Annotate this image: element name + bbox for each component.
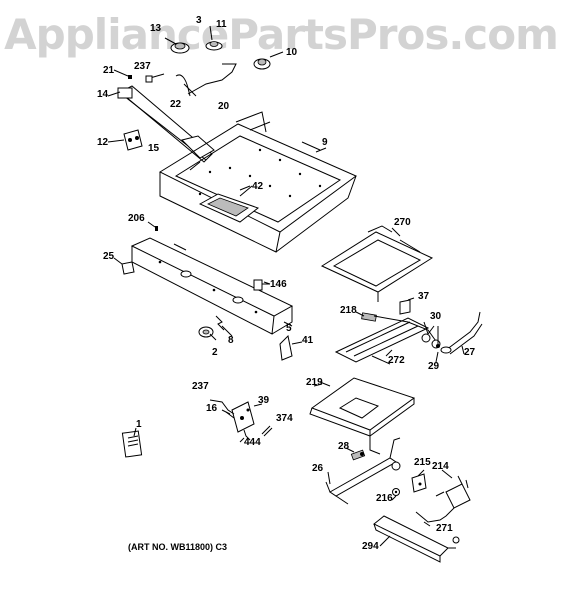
burner-support-294 [373, 515, 460, 563]
callout-30: 30 [430, 311, 442, 322]
nut-216 [392, 488, 400, 496]
oven-baffle-219 [309, 377, 416, 455]
tube-22 [175, 74, 191, 97]
callout-37: 37 [418, 291, 430, 302]
callout-28: 28 [338, 441, 350, 452]
bracket-146 [253, 279, 270, 291]
callout-237-valve: 237 [192, 381, 209, 392]
callout-444: 444 [244, 437, 261, 448]
wire-271 [415, 507, 455, 523]
callout-9: 9 [322, 137, 328, 148]
clip-37 [399, 299, 411, 315]
callout-26: 26 [312, 463, 324, 474]
tube-374 [261, 425, 273, 437]
igniter-214 [435, 475, 471, 509]
callout-271: 271 [436, 523, 453, 534]
leader-lines [107, 91, 465, 547]
callout-14: 14 [97, 89, 109, 100]
burner-valve-11 [205, 25, 223, 51]
callout-294: 294 [362, 541, 379, 552]
callout-216: 216 [376, 493, 393, 504]
callout-16: 16 [206, 403, 218, 414]
callout-206: 206 [128, 213, 145, 224]
vent-42 [198, 185, 260, 223]
callout-5: 5 [286, 323, 292, 334]
orifice-237 [145, 73, 165, 83]
callout-42: 42 [252, 181, 264, 192]
callout-12: 12 [97, 137, 109, 148]
callout-13: 13 [150, 23, 162, 34]
callout-15: 15 [148, 143, 160, 154]
callout-22: 22 [170, 99, 182, 110]
callout-27: 27 [464, 347, 476, 358]
callout-2: 2 [212, 347, 218, 358]
callout-1: 1 [136, 419, 142, 430]
callout-3: 3 [196, 15, 202, 26]
art-number: (ART NO. WB11800) C3 [128, 542, 228, 552]
callout-29: 29 [428, 361, 440, 372]
manifold-panel-5 [130, 237, 294, 335]
watermark: AppliancePartsPros.com [4, 10, 559, 59]
callout-41: 41 [302, 335, 314, 346]
callout-11: 11 [216, 19, 227, 30]
callout-272: 272 [388, 355, 405, 366]
manifold-pipe-14 [117, 85, 215, 163]
callout-218: 218 [340, 305, 357, 316]
callout-39: 39 [258, 395, 270, 406]
spring-8 [215, 315, 225, 331]
use-care-manual-1 [121, 427, 143, 458]
valve-12 [107, 129, 143, 151]
callout-10: 10 [286, 47, 298, 58]
callout-21: 21 [103, 65, 115, 76]
callout-215: 215 [414, 457, 431, 468]
callout-214: 214 [432, 461, 449, 472]
oven-burner-26 [325, 437, 401, 505]
orifice-28 [350, 449, 366, 461]
callout-20: 20 [218, 101, 230, 112]
burner-valve-10 [253, 51, 284, 70]
bracket-41 [279, 334, 303, 361]
tube-27 [440, 311, 483, 355]
grommet-2 [198, 326, 214, 338]
screw-21 [113, 69, 132, 79]
callout-237-top: 237 [134, 61, 151, 72]
bracket-215 [411, 473, 427, 493]
tube-20 [187, 63, 237, 95]
burner-valve-13 [164, 37, 190, 54]
callout-270: 270 [394, 217, 411, 228]
oven-valve-39 [209, 399, 263, 441]
clip-206 [147, 221, 158, 231]
callout-374: 374 [276, 413, 293, 424]
callout-25: 25 [103, 251, 115, 262]
orifice-218 [355, 311, 377, 322]
callout-219: 219 [306, 377, 323, 388]
clip-25 [113, 257, 135, 275]
igniter-30 [421, 325, 440, 348]
callout-146: 146 [270, 279, 287, 290]
broiler-shield-270 [320, 225, 434, 302]
callout-8: 8 [228, 335, 234, 346]
